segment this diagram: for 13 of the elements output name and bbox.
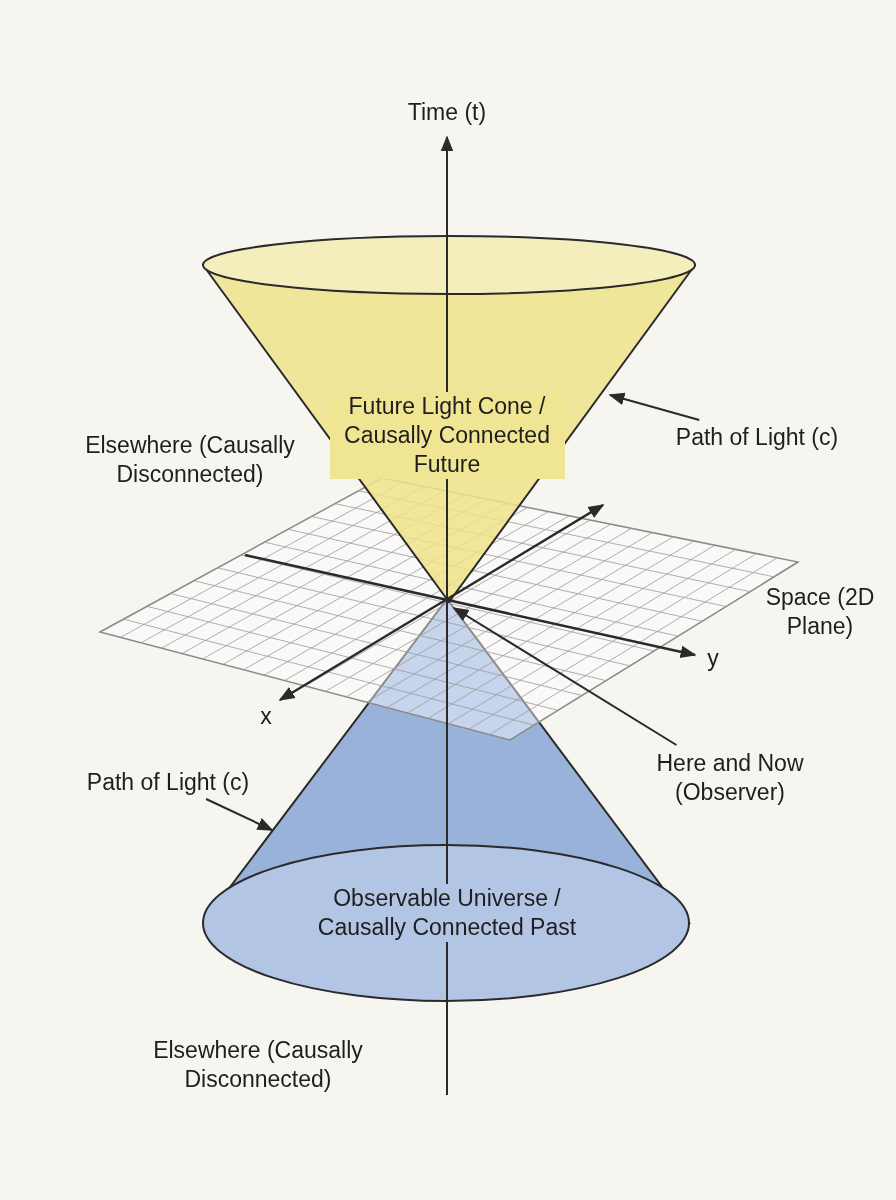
leader-arrow [608, 392, 701, 421]
leader-arrow [205, 798, 274, 831]
axis-title: Time (t) [406, 97, 488, 127]
region-label: Elsewhere (Causally Disconnected) [152, 1036, 364, 1094]
axis-label: y [706, 643, 720, 673]
callout-label: Here and Now (Observer) [655, 749, 805, 807]
region-label: Elsewhere (Causally Disconnected) [84, 431, 296, 489]
axis-label: x [259, 701, 273, 731]
plane-label: Space (2D Plane) [764, 583, 876, 641]
callout-label: Path of Light (c) [674, 422, 840, 452]
leader-arrow [452, 607, 678, 746]
callout-label: Path of Light (c) [85, 767, 251, 797]
cone-label: Future Light Cone / Causally Connected Future [329, 391, 565, 479]
